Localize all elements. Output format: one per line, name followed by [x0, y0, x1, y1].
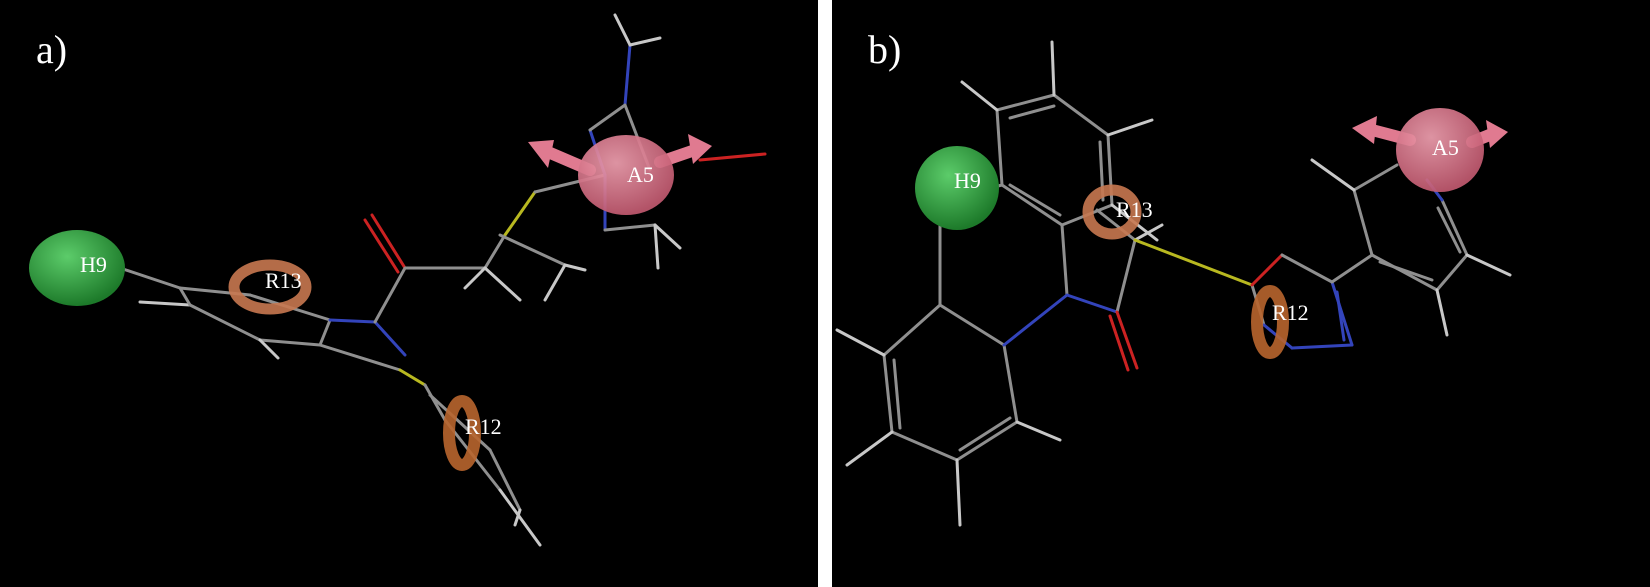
label-r12: R12: [1272, 300, 1309, 325]
ring-feature-r13: [1082, 184, 1142, 240]
label-h9: H9: [954, 168, 981, 193]
ring-feature-r12: [1251, 285, 1289, 359]
ring-feature-r13: [228, 259, 312, 315]
label-h9: H9: [80, 252, 107, 277]
molecule-a-view: H9 R13 R12 A5: [29, 13, 767, 547]
ring-feature-r12: [443, 395, 481, 471]
acceptor-feature-a5: [1352, 108, 1508, 192]
label-r13: R13: [265, 268, 302, 293]
panel-a-label: a): [36, 27, 68, 72]
hydrophobic-feature-h9: [915, 146, 999, 230]
panel-a: H9 R13 R12 A5 a): [0, 0, 818, 587]
panel-b-label: b): [868, 27, 902, 72]
molecule-b-view: H9 R13 R12 A5: [835, 40, 1512, 527]
label-r12: R12: [465, 414, 502, 439]
label-a5: A5: [1432, 135, 1459, 160]
hydrophobic-feature-h9: [29, 230, 125, 306]
label-a5: A5: [627, 162, 654, 187]
panel-b: H9 R13 R12 A5 b): [832, 0, 1650, 587]
label-r13: R13: [1116, 197, 1153, 222]
acceptor-feature-a5: [528, 134, 712, 215]
molecule-b: [835, 40, 1512, 527]
molecule-a: [118, 13, 767, 547]
